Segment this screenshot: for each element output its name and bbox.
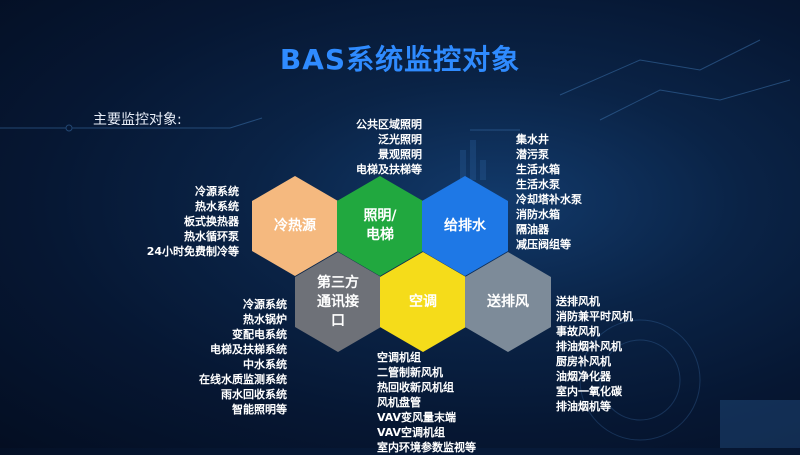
list-item: 排油烟补风机 <box>556 340 622 353</box>
list-item: 事故风机 <box>556 325 600 338</box>
list-item: 公共区域照明 <box>356 118 422 131</box>
hex-label: 照明/电梯 <box>363 208 397 243</box>
list-heat-source: 冷源系统热水系统板式换热器热水循环泵 24小时免费制冷等 <box>147 184 239 259</box>
list-item: 减压阀组等 <box>516 238 571 251</box>
list-item: 风机盘管 <box>377 396 421 409</box>
list-item: 变配电系统 <box>232 328 287 341</box>
list-item: 集水井 <box>516 133 549 146</box>
list-ventilation: 送排风机消防兼平时风机事故风机排油烟补风机厨房补风机油烟净化器室内一氧化碳排油烟… <box>556 294 633 414</box>
list-item: 生活水箱 <box>516 163 560 176</box>
list-item: 消防水箱 <box>516 208 560 221</box>
list-item: 厨房补风机 <box>556 355 611 368</box>
list-item: VAV变风量末端 <box>377 411 457 424</box>
hex-label: 给排水 <box>444 217 486 234</box>
list-item: 泛光照明 <box>378 133 422 146</box>
list-item: 电梯及扶梯系统 <box>210 343 287 356</box>
list-item: 热水循环泵 <box>184 230 239 243</box>
list-drainage: 集水井潜污泵生活水箱生活水泵冷却塔补水泵消防水箱隔油器减压阀组等 <box>516 132 582 252</box>
list-item: 电梯及扶梯等 <box>356 163 422 176</box>
list-item: 生活水泵 <box>516 178 560 191</box>
list-item: 二管制新风机 <box>377 366 443 379</box>
hex-water-drainage: 给排水 <box>422 176 508 276</box>
list-item: 冷源系统 <box>195 185 239 198</box>
list-item: 冷源系统 <box>243 298 287 311</box>
list-item: 室内一氧化碳 <box>556 385 622 398</box>
subtitle: 主要监控对象: <box>93 112 182 128</box>
list-item: 板式换热器 <box>184 215 239 228</box>
list-item: 消防兼平时风机 <box>556 310 633 323</box>
list-item: 24小时免费制冷等 <box>146 245 239 258</box>
list-item: 在线水质监测系统 <box>199 373 287 386</box>
list-item: 智能照明等 <box>232 403 287 416</box>
list-item: 中水系统 <box>243 358 287 371</box>
page-title: BAS系统监控对象 <box>279 43 521 76</box>
list-item: 潜污泵 <box>516 148 549 161</box>
hex-label: 第三方通讯接口 <box>317 274 359 329</box>
hex-label: 冷热源 <box>274 217 316 234</box>
list-lighting: 公共区域照明泛光照明景观照明电梯及扶梯等 <box>356 117 422 177</box>
list-item: 空调机组 <box>377 351 421 364</box>
list-item: 雨水回收系统 <box>221 388 287 401</box>
list-item: 热水锅炉 <box>243 313 287 326</box>
hex-label: 空调 <box>409 293 437 310</box>
list-item: 隔油器 <box>516 223 549 236</box>
list-third-party: 冷源系统热水锅炉变配电系统电梯及扶梯系统中水系统在线水质监测系统雨水回收系统智能… <box>199 297 287 417</box>
list-item: 油烟净化器 <box>556 370 611 383</box>
list-item: 冷却塔补水泵 <box>516 193 582 206</box>
list-item: 送排风机 <box>556 295 600 308</box>
list-item: 热回收新风机组 <box>377 381 454 394</box>
list-item: VAV空调机组 <box>377 426 446 439</box>
list-item: 排油烟机等 <box>556 400 611 413</box>
list-item: 热水系统 <box>195 200 239 213</box>
list-item: 景观照明 <box>378 148 422 161</box>
hex-label: 送排风 <box>487 293 529 310</box>
